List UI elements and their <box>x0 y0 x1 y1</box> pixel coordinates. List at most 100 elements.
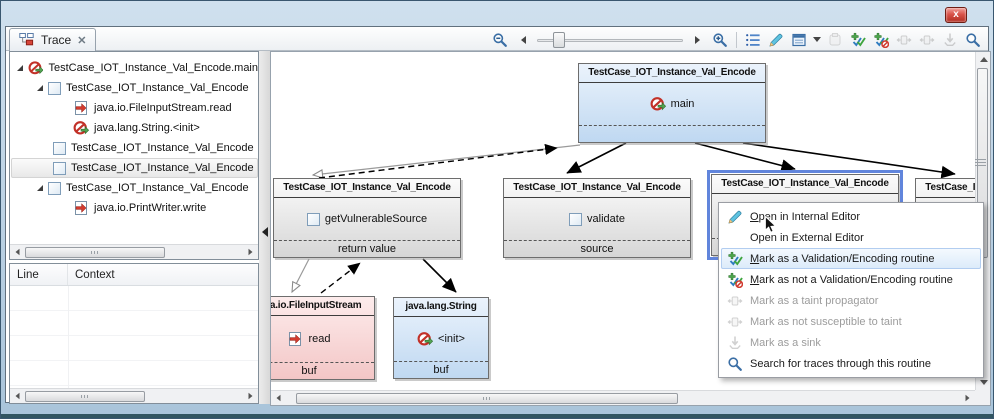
search-traces-button[interactable] <box>964 31 982 49</box>
graph-node-validate[interactable]: TestCase_IOT_Instance_Val_Encode validat… <box>503 178 691 258</box>
zoom-in-icon <box>712 32 728 48</box>
tab-trace[interactable]: Trace ✕ <box>9 28 97 51</box>
red-arrow-icon <box>73 200 89 216</box>
not-susceptible-button <box>918 31 936 49</box>
menu-item-search-traces[interactable]: Search for traces through this routine <box>721 353 981 374</box>
tab-label: Trace <box>41 33 72 47</box>
left-arrow-icon <box>520 35 526 44</box>
node-method-row[interactable]: <init> <box>394 317 488 362</box>
mark-not-validation-button[interactable] <box>872 31 890 49</box>
scroll-thumb[interactable] <box>25 246 165 258</box>
tree-item-root[interactable]: TestCase_IOT_Instance_Val_Encode.main <box>11 58 258 78</box>
node-method-row[interactable]: getVulnerableSource <box>274 198 460 241</box>
scroll-right-arrow[interactable] <box>243 245 258 260</box>
checkbox[interactable] <box>53 141 66 155</box>
menu-item-not-susceptible: Mark as not susceptible to taint <box>721 311 981 332</box>
column-header-context[interactable]: Context <box>75 268 115 281</box>
dropdown-arrow-icon[interactable] <box>813 37 821 42</box>
scroll-up-arrow[interactable] <box>976 52 991 67</box>
panel-sash[interactable] <box>259 51 271 404</box>
tab-close-icon[interactable]: ✕ <box>77 34 87 47</box>
tree-item[interactable]: java.io.PrintWriter.write <box>11 198 258 218</box>
zoom-in-button[interactable] <box>711 31 729 49</box>
expander-icon[interactable] <box>37 85 43 91</box>
mark-sink-icon <box>942 32 958 48</box>
graph-node-fileinputstream[interactable]: java.io.FileInputStream read buf <box>271 296 375 380</box>
tree-item[interactable]: TestCase_IOT_Instance_Val_Encode <box>11 178 258 198</box>
column-header-line[interactable]: Line <box>10 264 68 285</box>
search-icon <box>727 356 743 372</box>
table-row <box>10 336 258 361</box>
menu-item-mark-validation[interactable]: Mark as a Validation/Encoding routine <box>721 248 981 269</box>
node-method-row[interactable]: main <box>579 83 765 126</box>
report-view-icon <box>791 32 807 48</box>
red-arrow-icon <box>73 100 89 116</box>
right-arrow-icon <box>694 35 700 44</box>
slider-right-button[interactable] <box>688 31 706 49</box>
canvas-hscrollbar[interactable] <box>271 390 975 405</box>
scroll-right-arrow[interactable] <box>243 389 258 404</box>
tree-item-selected[interactable]: TestCase_IOT_Instance_Val_Encode <box>11 158 258 178</box>
tree-item[interactable]: java.lang.String.<init> <box>11 118 258 138</box>
node-title: java.io.FileInputStream <box>271 297 374 316</box>
expander-icon[interactable] <box>37 185 43 191</box>
menu-item-open-external[interactable]: Open in External Editor <box>721 227 981 248</box>
window-close-button[interactable]: x <box>945 7 967 23</box>
tree-hscrollbar[interactable] <box>10 244 258 259</box>
menu-item-open-internal[interactable]: Open in Internal Editor <box>721 206 981 227</box>
mark-validation-icon <box>727 251 743 267</box>
edit-routine-button[interactable] <box>767 31 785 49</box>
zoom-slider[interactable] <box>537 31 683 49</box>
tab-bar: Trace ✕ <box>6 27 988 51</box>
zoom-slider-thumb[interactable] <box>553 31 565 48</box>
checkbox[interactable] <box>569 212 583 226</box>
scroll-left-arrow[interactable] <box>10 389 25 404</box>
node-method-row[interactable]: validate <box>504 198 690 241</box>
collapse-arrow-icon[interactable] <box>262 227 268 237</box>
menu-item-label: Mark as a Validation/Encoding routine <box>750 252 935 265</box>
graph-node-string-init[interactable]: java.lang.String <init> buf <box>393 297 489 379</box>
scroll-left-arrow[interactable] <box>10 245 25 260</box>
scroll-down-arrow[interactable] <box>976 375 991 390</box>
checkbox[interactable] <box>53 161 66 175</box>
tree-item[interactable]: TestCase_IOT_Instance_Val_Encode <box>11 78 258 98</box>
tree-item-label: TestCase_IOT_Instance_Val_Encode <box>71 162 254 174</box>
zoom-out-button[interactable] <box>491 31 509 49</box>
column-separator <box>68 286 69 388</box>
scroll-left-arrow[interactable] <box>271 391 286 406</box>
menu-item-mark-not-validation[interactable]: Mark as not a Validation/Encoding routin… <box>721 269 981 290</box>
node-footer <box>579 126 765 142</box>
disabled-action-icon <box>827 32 843 48</box>
mark-sink-icon <box>727 335 743 351</box>
scroll-thumb[interactable] <box>296 392 678 404</box>
scroll-thumb[interactable] <box>25 390 145 402</box>
slider-left-button[interactable] <box>514 31 532 49</box>
toolbar <box>491 29 982 50</box>
taint-source-icon <box>417 331 433 347</box>
checkbox[interactable] <box>48 81 61 95</box>
node-method-row[interactable]: read <box>271 316 374 363</box>
scrollbar-corner <box>975 390 990 405</box>
table-row <box>10 311 258 336</box>
app-area: Trace ✕ <box>5 26 991 406</box>
expander-icon[interactable] <box>17 65 23 71</box>
checkbox[interactable] <box>306 212 320 226</box>
mark-validation-button[interactable] <box>849 31 867 49</box>
outline-list-button[interactable] <box>744 31 762 49</box>
menu-item-label: Open in Internal Editor <box>750 210 861 223</box>
tree-item[interactable]: java.io.FileInputStream.read <box>11 98 258 118</box>
graph-node-main[interactable]: TestCase_IOT_Instance_Val_Encode main <box>578 63 766 143</box>
checkbox[interactable] <box>48 181 61 195</box>
node-footer: buf <box>301 365 317 377</box>
trace-tree-panel: TestCase_IOT_Instance_Val_Encode.main Te… <box>9 51 259 260</box>
report-view-button[interactable] <box>790 31 808 49</box>
tree-item[interactable]: TestCase_IOT_Instance_Val_Encode <box>11 138 258 158</box>
taint-source-icon <box>28 60 43 76</box>
menu-item-label: Mark as a taint propagator <box>750 294 879 307</box>
graph-node-getvulnerablesource[interactable]: TestCase_IOT_Instance_Val_Encode getVuln… <box>273 178 461 258</box>
scroll-right-arrow[interactable] <box>960 391 975 406</box>
node-method-label: <init> <box>438 333 465 345</box>
table-hscrollbar[interactable] <box>10 388 258 403</box>
mark-not-validation-icon <box>727 272 743 288</box>
